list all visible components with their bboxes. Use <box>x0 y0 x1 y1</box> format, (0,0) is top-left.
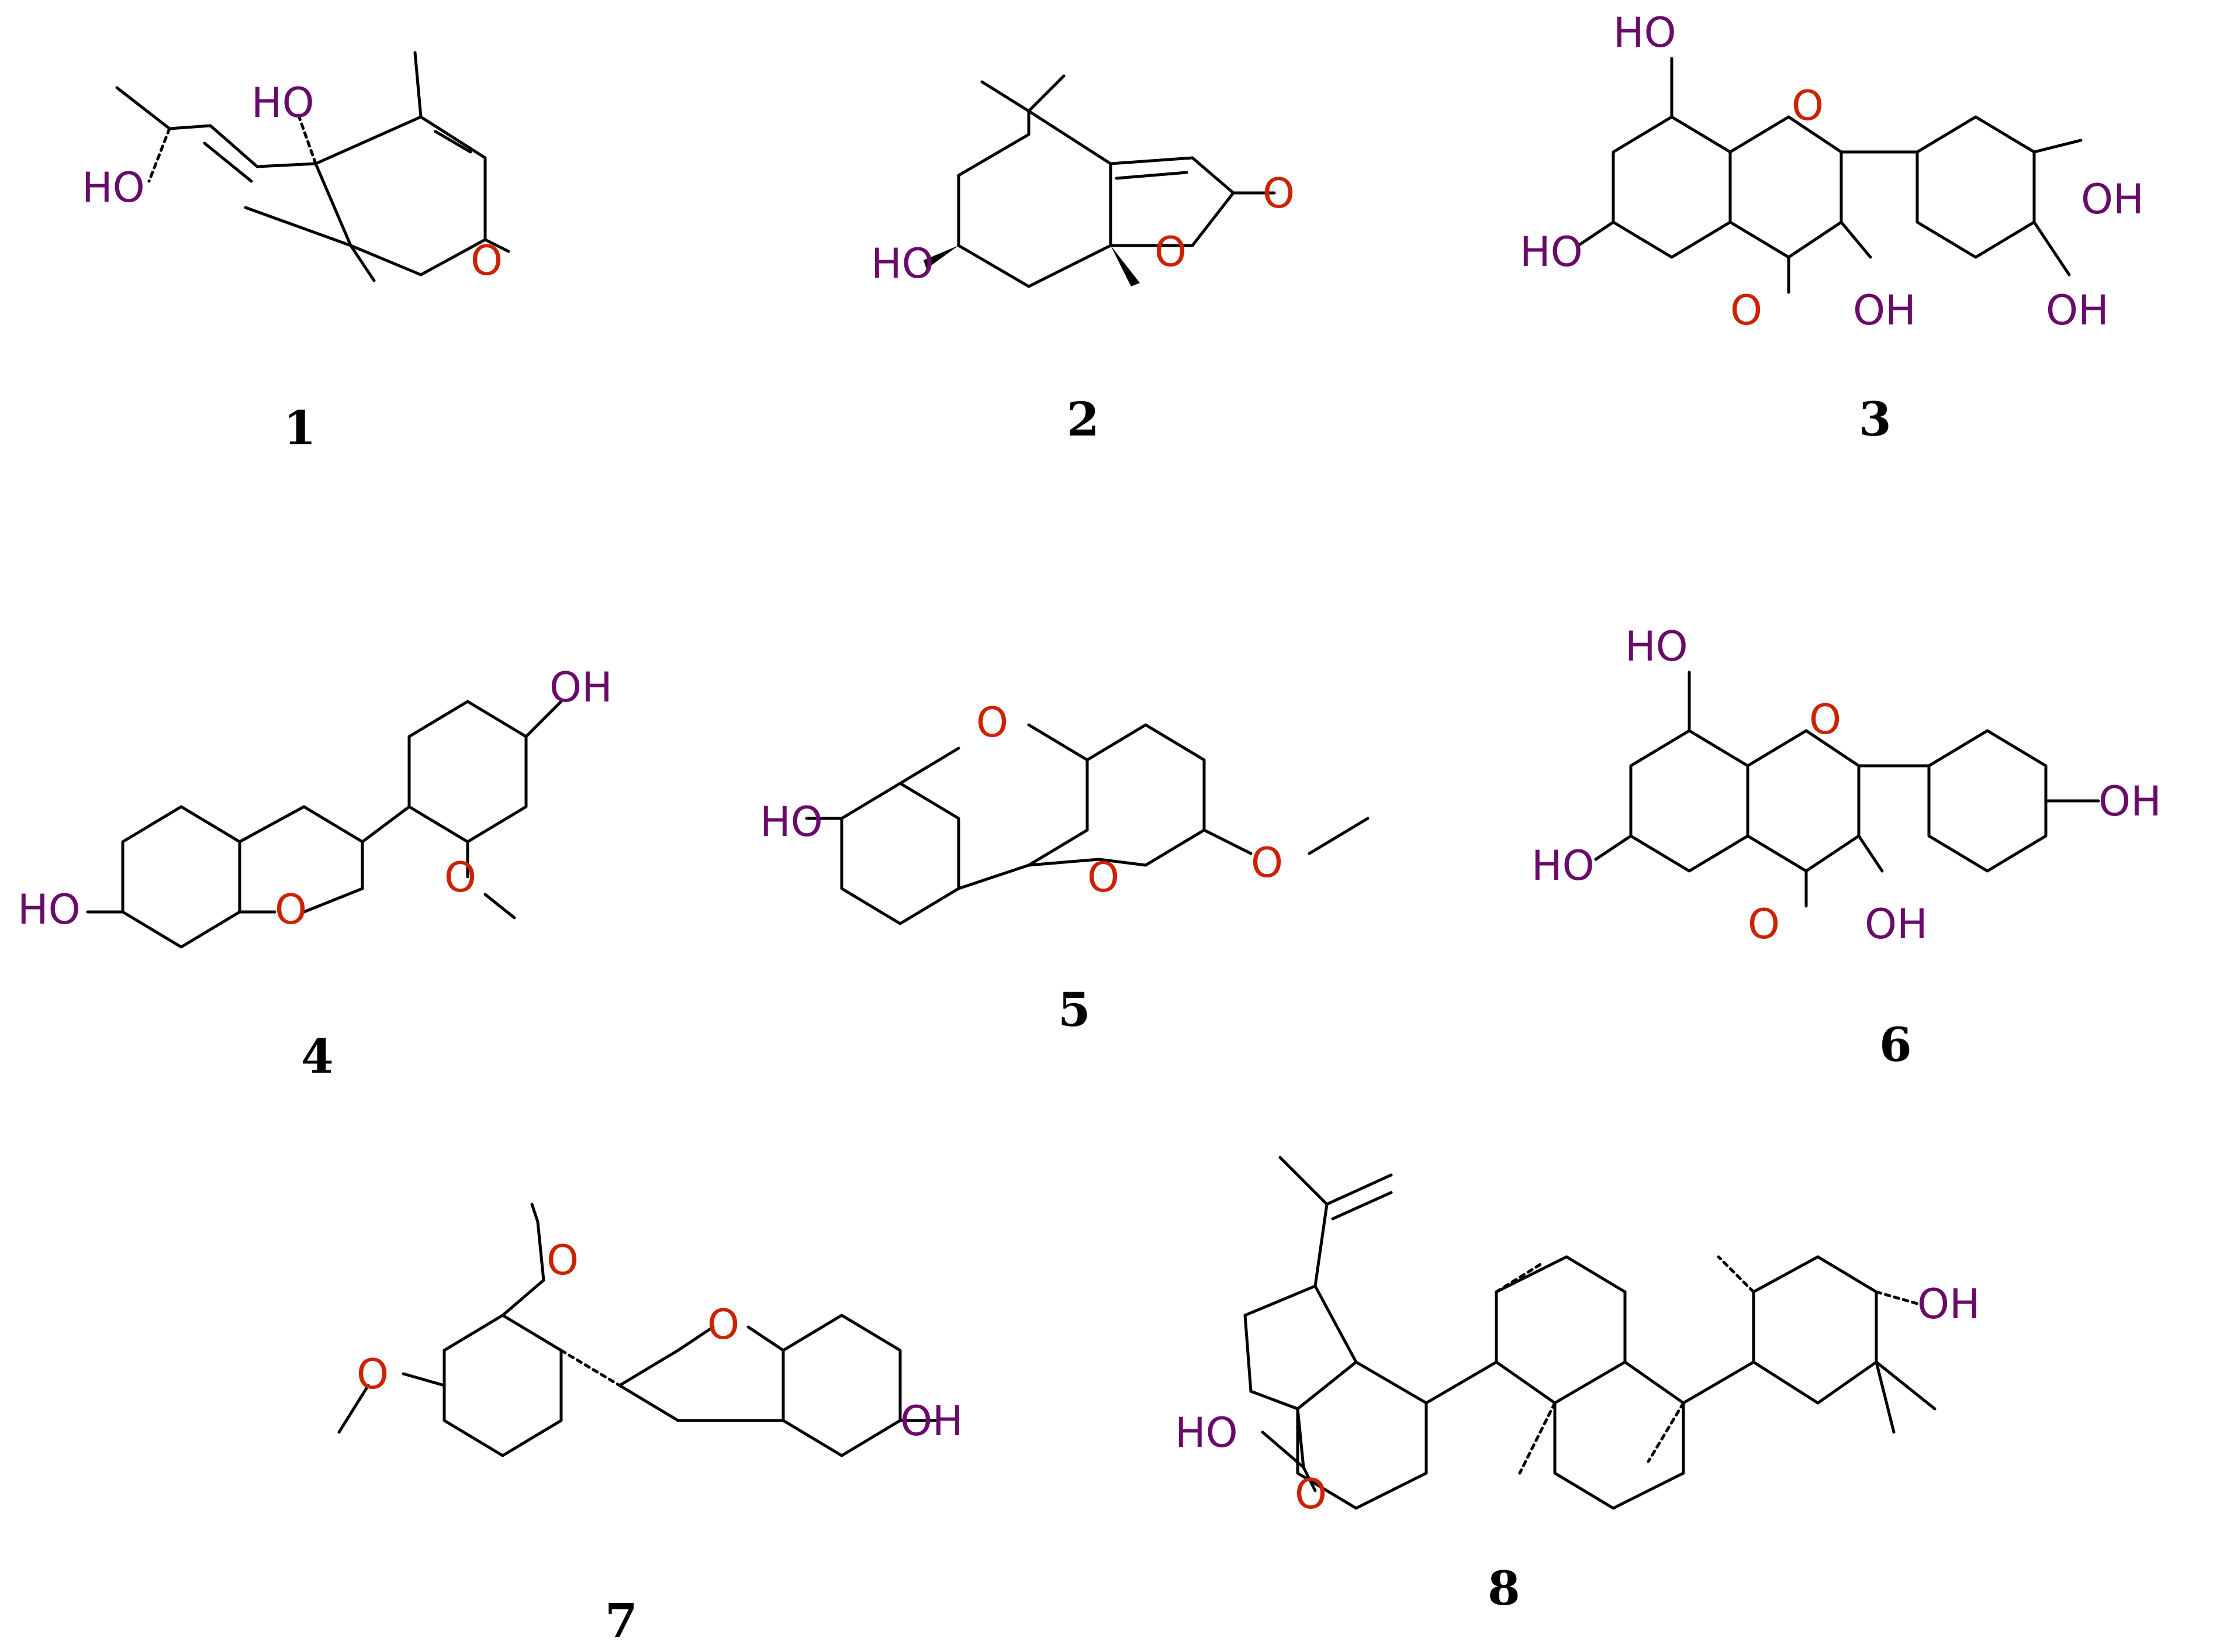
compound-4-atom-labels: OH HO O O <box>18 663 613 934</box>
c3-label-o-ring: O <box>1792 82 1824 130</box>
compound-5-bonds <box>805 723 1370 925</box>
c2-label-ho: HO <box>871 240 934 288</box>
compound-number-7: 7 <box>605 1593 638 1648</box>
c2-label-o-carbonyl: O <box>1263 170 1295 217</box>
c5-label-o-top: O <box>976 699 1008 746</box>
c6-label-o-carbonyl: O <box>1748 900 1780 948</box>
c1-label-oh-top: HO <box>251 79 314 127</box>
compound-6: HO O OH HO O OH 6 <box>1531 623 2162 1072</box>
c3-label-o-carbonyl: O <box>1730 286 1762 334</box>
compound-3: HO O OH HO O OH OH 3 <box>1520 9 2144 447</box>
c1-label-o-ketone: O <box>471 237 503 285</box>
compound-5: O HO O O 5 <box>760 699 1370 1037</box>
compound-3-bonds <box>1576 57 2083 294</box>
compound-6-atom-labels: HO O OH HO O OH <box>1531 623 2162 948</box>
c7-label-o-left: O <box>357 1350 389 1398</box>
compound-7-bonds <box>337 1202 937 1457</box>
c3-label-ho-top: HO <box>1613 9 1676 57</box>
compound-number-4: 4 <box>301 1029 334 1084</box>
c6-label-ho-top: HO <box>1625 623 1688 671</box>
compound-number-3: 3 <box>1859 392 1892 447</box>
c6-label-oh-right: OH <box>2098 777 2162 825</box>
c3-label-oh-right-top: OH <box>2081 175 2144 223</box>
compound-8: OH HO O 8 <box>1175 1156 1980 1616</box>
compound-7-atom-labels: O O O OH <box>357 1236 963 1445</box>
compound-1: HO HO O 1 <box>82 51 510 455</box>
c4-label-ho-left: HO <box>18 886 81 934</box>
c5-label-o-furan: O <box>1087 853 1119 901</box>
c8-label-ho: HO <box>1175 1409 1238 1457</box>
c3-label-oh-bottom: OH <box>1853 286 1916 334</box>
c6-label-o-ring: O <box>1809 696 1841 744</box>
c4-label-o-ring: O <box>275 886 307 934</box>
compound-number-5: 5 <box>1058 982 1091 1037</box>
compound-7: O O O OH 7 <box>337 1202 963 1648</box>
c7-label-o-top: O <box>547 1236 579 1284</box>
compound-2-bonds <box>924 74 1276 288</box>
c6-label-ho-left: HO <box>1531 842 1595 890</box>
compound-number-8: 8 <box>1488 1561 1520 1616</box>
c2-label-o-ring: O <box>1154 228 1187 276</box>
c3-label-oh-right-bottom: OH <box>2046 286 2109 334</box>
c5-label-ho: HO <box>760 798 823 846</box>
c3-label-ho-left: HO <box>1520 228 1583 276</box>
compound-4: OH HO O O 4 <box>18 663 613 1084</box>
compound-number-1: 1 <box>283 400 316 455</box>
c1-label-oh-left: HO <box>82 164 145 212</box>
compound-number-2: 2 <box>1067 392 1099 447</box>
compound-6-bonds <box>1594 671 2100 908</box>
compound-2: HO O O 2 <box>871 74 1295 447</box>
compound-8-atom-labels: OH HO O <box>1175 1280 1980 1518</box>
compound-number-6: 6 <box>1879 1017 1912 1072</box>
compound-1-bonds <box>115 51 510 282</box>
compound-4-bonds <box>86 700 563 949</box>
c4-label-oh-top: OH <box>549 663 613 711</box>
c5-label-o-methoxy: O <box>1251 839 1283 887</box>
compound-1-atom-labels: HO HO O <box>82 79 503 285</box>
c7-label-oh: OH <box>900 1397 963 1445</box>
compound-3-atom-labels: HO O OH HO O OH OH <box>1520 9 2144 334</box>
c8-label-o-carbonyl: O <box>1295 1470 1327 1518</box>
c8-label-oh: OH <box>1917 1280 1980 1328</box>
compound-8-bonds <box>1243 1156 1937 1510</box>
compound-2-atom-labels: HO O O <box>871 170 1295 288</box>
compound-5-atom-labels: O HO O O <box>760 699 1283 901</box>
c4-label-o-methoxy: O <box>444 853 476 901</box>
c7-label-o-ring: O <box>707 1301 739 1349</box>
c6-label-oh-bottom: OH <box>1865 900 1928 948</box>
